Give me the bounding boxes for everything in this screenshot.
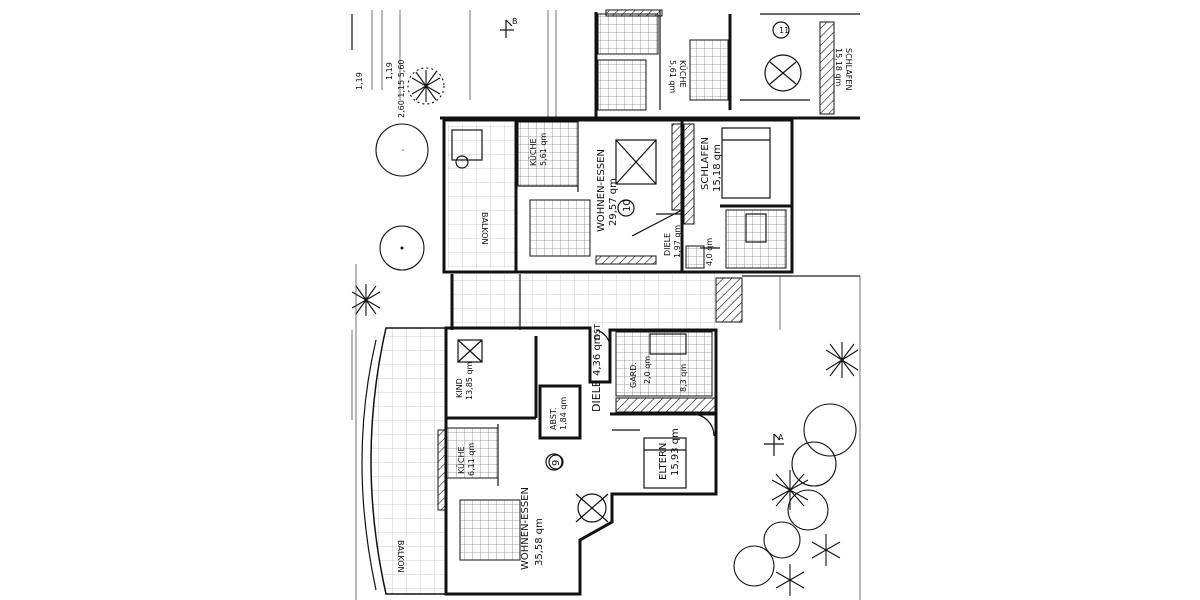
unit-9-eltern-label: ELTERN	[658, 443, 669, 480]
unit-9-gard-label: GARD.	[629, 362, 638, 388]
unit-10-diele-area: 1,97 qm	[673, 225, 682, 258]
unit-9	[361, 326, 718, 596]
unit-11-kueche-area: 5,61 qm	[668, 60, 677, 93]
unit-9-kind-label: KIND	[455, 378, 464, 398]
unit-9-abst-label: ABST.	[549, 408, 558, 430]
svg-text:B: B	[512, 17, 518, 26]
unit-9-wohnen-label: WOHNEN-ESSEN	[520, 487, 531, 570]
unit-10-balkon-label: BALKON	[480, 212, 489, 245]
unit-10-number: 10	[622, 199, 633, 212]
unit-10	[442, 118, 794, 274]
unit-10-kueche-area: 5,61 qm	[539, 133, 548, 166]
unit-9-balkon-label: BALKON	[396, 540, 405, 573]
section-mark-a: A	[764, 433, 784, 456]
unit-9-diele-area: 4,36 qm	[592, 334, 603, 376]
section-mark-b: B	[500, 17, 518, 38]
unit-9-kind-area: 13,85 qm	[465, 361, 474, 400]
stair-connector	[450, 274, 860, 330]
unit-11-schlafen-label: SCHLAFEN	[844, 48, 853, 90]
unit-9-dst-label: DST	[593, 324, 602, 340]
dimension-label: 2,60 1,15 5,60	[397, 59, 406, 118]
unit-9-kueche-label: KÜCHE	[456, 446, 466, 474]
unit-9-bad-area: 8,3 qm	[679, 364, 688, 392]
unit-11-kueche-label: KÜCHE	[678, 60, 688, 88]
unit-11-number: 11	[779, 26, 789, 35]
upper-neighbour-plan	[351, 9, 860, 120]
unit-10-diele-label: DIELE	[663, 233, 672, 256]
unit-9-wohnen-area: 35,58 qm	[534, 518, 545, 566]
unit-11-schlafen-area: 15,18 qm	[834, 48, 843, 87]
svg-text:A: A	[778, 433, 784, 442]
dimension-label: 1,19	[355, 72, 364, 90]
unit-10-bad-area: 4,0 qm	[705, 238, 714, 266]
unit-10-kueche-label: KÜCHE	[528, 138, 538, 166]
unit-10-schlafen-area: 15,18 qm	[712, 144, 723, 192]
unit-9-diele-label: DIELE	[590, 380, 603, 412]
unit-10-schlafen-label: SCHLAFEN	[700, 137, 711, 190]
unit-9-wc-area: 2,0 qm	[643, 356, 652, 384]
unit-10-wohnen-label: WOHNEN-ESSEN	[596, 149, 607, 232]
unit-9-number: 9	[551, 460, 562, 466]
unit-10-wohnen-area: 29,57 qm	[608, 178, 619, 226]
tree-symbols	[351, 67, 861, 600]
unit-9-eltern-area: 15,93 qm	[670, 428, 681, 476]
dimension-label: 1,19	[385, 62, 394, 80]
unit-9-abst-area: 1,84 qm	[559, 397, 568, 430]
unit-9-kueche-area: 6,11 qm	[467, 443, 476, 476]
